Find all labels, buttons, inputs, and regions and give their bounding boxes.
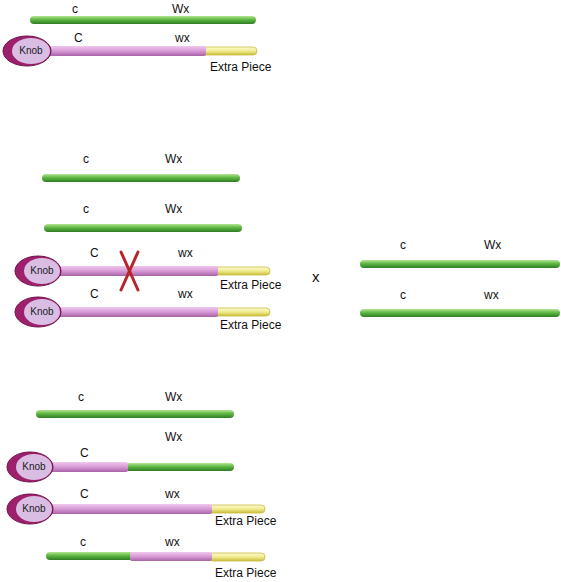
extra-piece-yellow bbox=[200, 47, 257, 55]
gene-label: wx bbox=[484, 288, 499, 302]
chromosome-pink bbox=[130, 552, 212, 561]
gene-label: c bbox=[78, 390, 84, 404]
knob: Knob bbox=[14, 255, 62, 287]
chromosome-green bbox=[360, 309, 560, 317]
knob: Knob bbox=[6, 451, 54, 483]
chromosome-green bbox=[30, 16, 256, 24]
gene-label: c bbox=[83, 152, 89, 166]
chromosome-green bbox=[360, 260, 560, 268]
chromosome-green bbox=[44, 224, 242, 232]
knob-label: Knob bbox=[18, 306, 66, 318]
chromosome-pink bbox=[55, 307, 218, 317]
chromosome-green bbox=[42, 174, 240, 182]
gene-label: Wx bbox=[165, 430, 182, 444]
gene-label: c bbox=[72, 2, 78, 16]
gene-label: c bbox=[400, 288, 406, 302]
gene-label: Wx bbox=[165, 390, 182, 404]
chromosome-pink bbox=[48, 504, 212, 514]
gene-label: C bbox=[90, 246, 99, 260]
gene-label: wx bbox=[178, 287, 193, 301]
knob-label: Knob bbox=[6, 45, 56, 57]
chromosome-green bbox=[36, 410, 234, 418]
gene-label: Extra Piece bbox=[220, 278, 281, 292]
gene-label: Wx bbox=[165, 202, 182, 216]
extra-piece-yellow bbox=[208, 505, 265, 513]
knob-label: Knob bbox=[18, 265, 66, 277]
gene-label: Wx bbox=[165, 152, 182, 166]
crossover-mark bbox=[121, 252, 138, 290]
gene-label: Extra Piece bbox=[220, 318, 281, 332]
gene-label: c bbox=[400, 238, 406, 252]
chromosome-pink bbox=[48, 462, 128, 472]
chromosome-pink bbox=[55, 266, 218, 276]
gene-label: Extra Piece bbox=[210, 60, 271, 74]
chromosome-green bbox=[46, 552, 134, 560]
gene-label: wx bbox=[165, 535, 180, 549]
gene-label: Wx bbox=[172, 2, 189, 16]
gene-label: C bbox=[80, 487, 89, 501]
extra-piece-yellow bbox=[208, 553, 265, 561]
gene-label: wx bbox=[175, 31, 190, 45]
gene-label: C bbox=[80, 446, 89, 460]
gene-label: Wx bbox=[484, 238, 501, 252]
knob-label: Knob bbox=[10, 503, 58, 515]
gene-label: c bbox=[83, 202, 89, 216]
knob: Knob bbox=[14, 296, 62, 328]
knob: Knob bbox=[6, 493, 54, 525]
extra-piece-yellow bbox=[212, 267, 270, 275]
gene-label: c bbox=[80, 535, 86, 549]
gene-label: Extra Piece bbox=[215, 566, 276, 580]
gene-label: Extra Piece bbox=[215, 514, 276, 528]
gene-label: C bbox=[74, 31, 83, 45]
knob-label: Knob bbox=[10, 461, 58, 473]
gene-label: x bbox=[312, 270, 320, 284]
gene-label: wx bbox=[165, 487, 180, 501]
chromosome-green bbox=[124, 463, 234, 471]
extra-piece-yellow bbox=[212, 308, 270, 316]
gene-label: wx bbox=[178, 246, 193, 260]
chromosome-pink bbox=[42, 46, 206, 56]
gene-label: C bbox=[90, 287, 99, 301]
knob: Knob bbox=[2, 35, 52, 67]
